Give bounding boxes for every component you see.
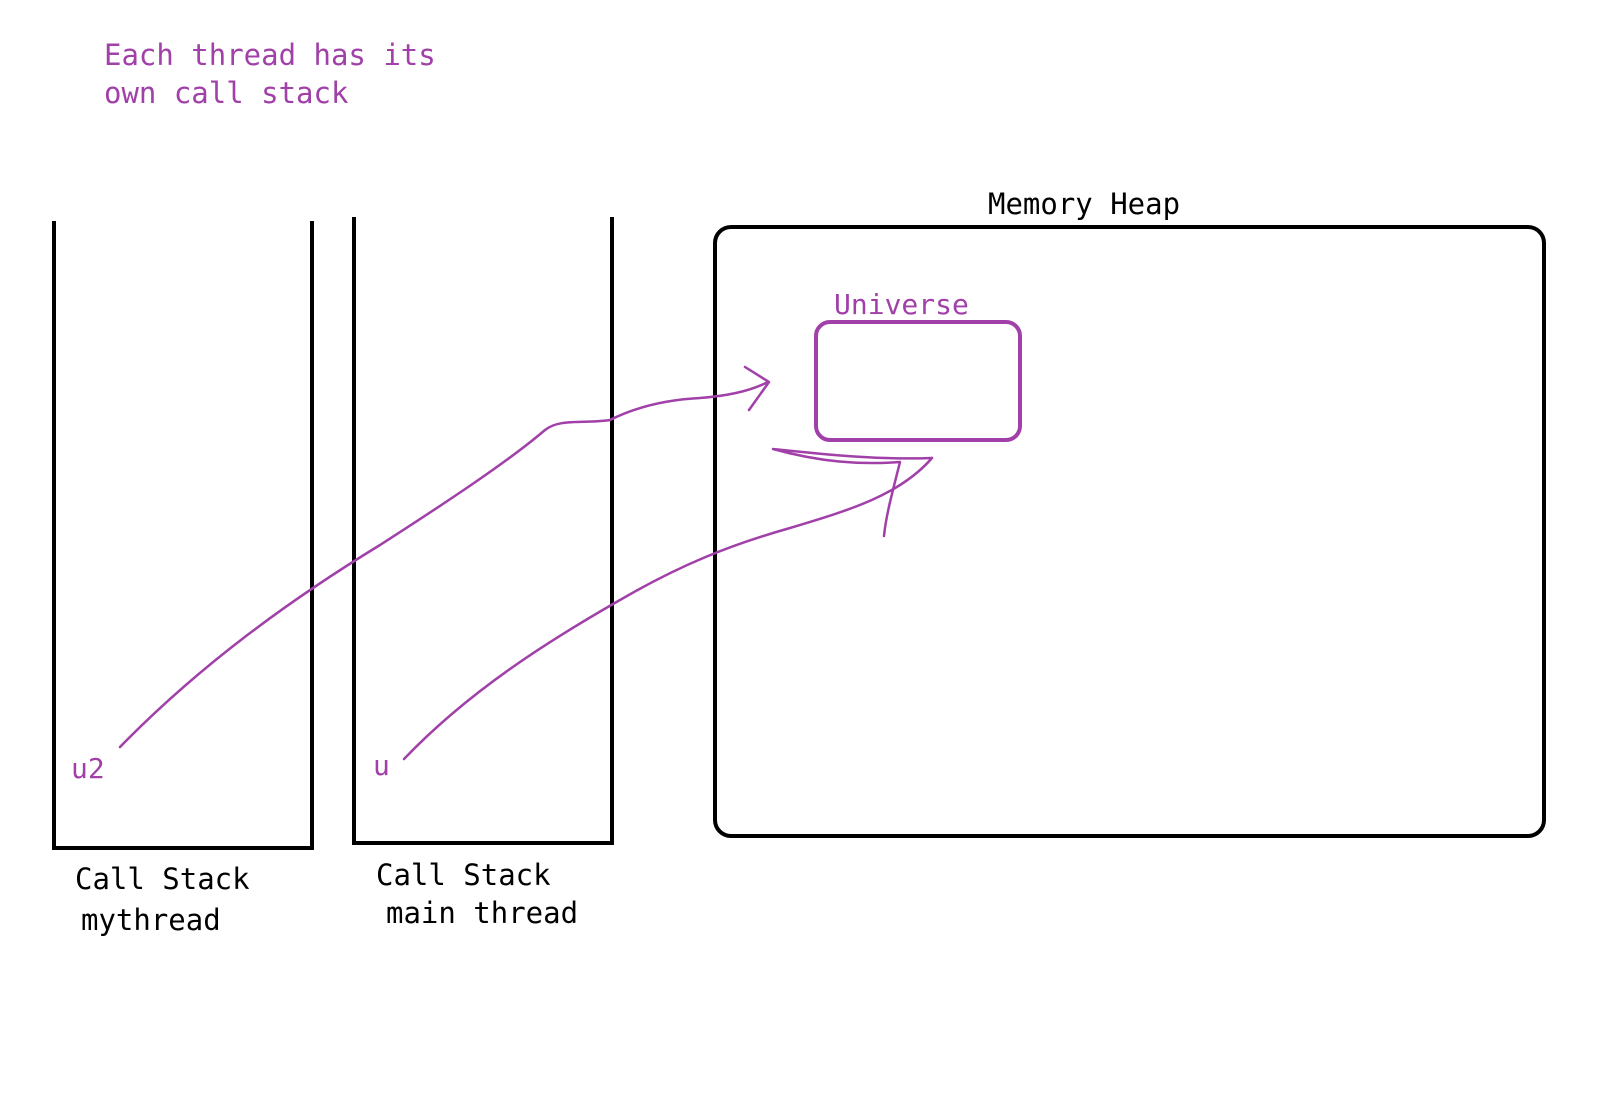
call-stack-mythread-outline <box>52 221 314 850</box>
variable-u2-label: u2 <box>71 752 105 785</box>
thread-note-line-2: own call stack <box>104 76 349 110</box>
call-stack-main-subtitle: main thread <box>386 896 579 930</box>
call-stack-main-title: Call Stack <box>376 858 551 892</box>
memory-heap-title: Memory Heap <box>988 187 1181 221</box>
reference-arrow-u2-line <box>118 380 770 749</box>
thread-note: Each thread has its own call stack <box>104 36 436 112</box>
reference-arrow-u2-head <box>743 365 771 412</box>
reference-arrow-u-line <box>402 456 934 761</box>
universe-label: Universe <box>834 288 969 321</box>
call-stack-main-outline <box>352 217 614 845</box>
reference-arrow-u-head <box>771 447 934 538</box>
memory-heap-box <box>713 225 1546 838</box>
call-stack-mythread-title: Call Stack <box>75 862 250 896</box>
call-stack-mythread-subtitle: mythread <box>81 903 221 937</box>
variable-u-label: u <box>373 749 390 782</box>
universe-object-box <box>814 320 1022 442</box>
thread-note-line-1: Each thread has its <box>104 38 436 72</box>
